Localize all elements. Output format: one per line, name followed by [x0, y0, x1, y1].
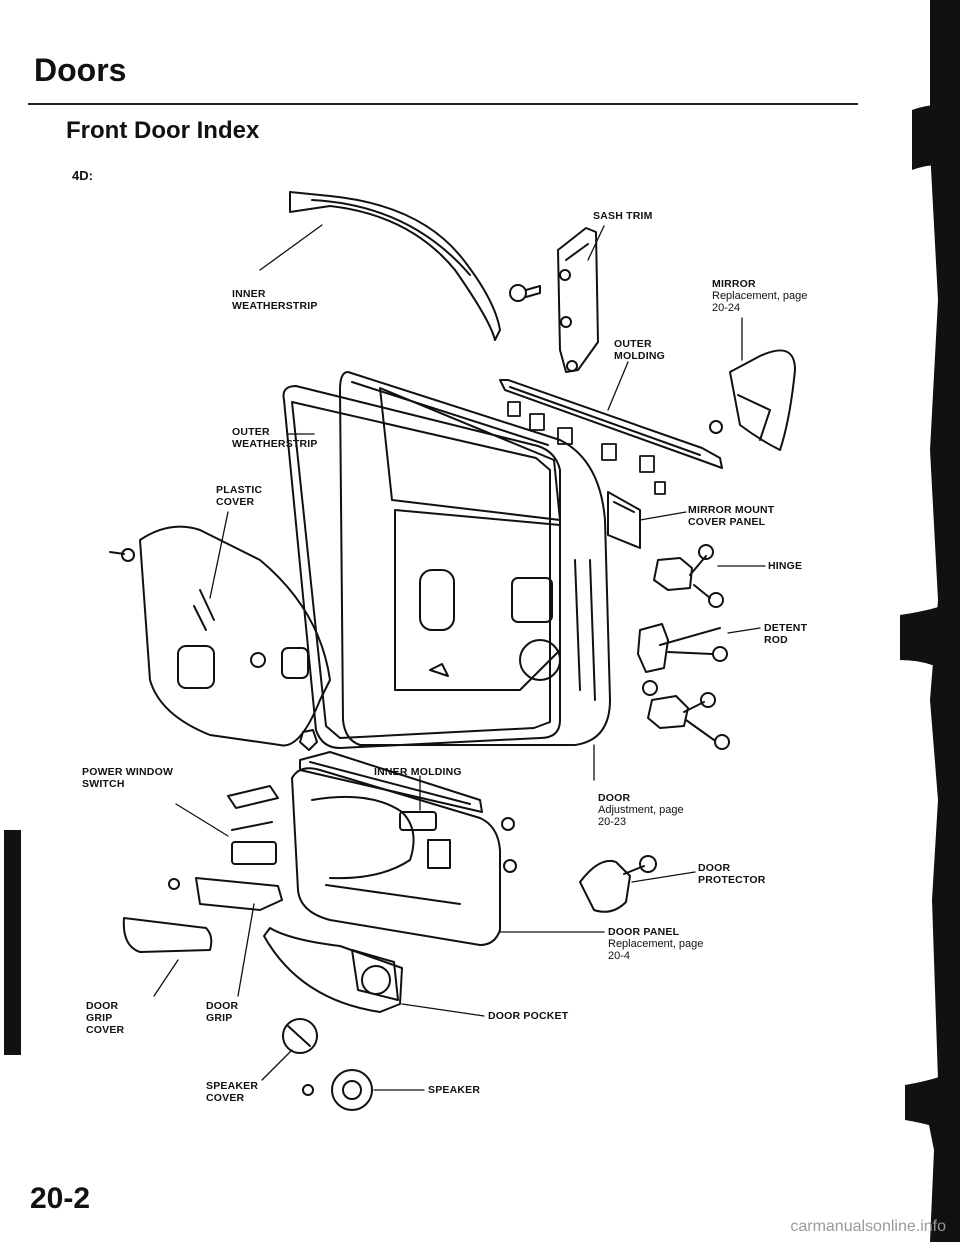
- door-grip-cover-part: [122, 917, 213, 953]
- speaker-part: [302, 1069, 373, 1111]
- outer-molding-part: [499, 379, 723, 469]
- door-protector-part: [579, 855, 657, 913]
- hinge-lower-part: [647, 692, 730, 750]
- callout-leader-lines: [153, 224, 766, 1091]
- door-grip-part: [168, 877, 283, 911]
- watermark: carmanualsonline.info: [790, 1218, 946, 1235]
- section-tab-marker: [4, 830, 21, 1055]
- callout-hinge: HINGE: [768, 560, 803, 572]
- door-panel-part: [291, 767, 517, 946]
- page-number: 20-2: [30, 1182, 91, 1215]
- section-title: Doors: [34, 52, 127, 88]
- callout-door-pocket: DOOR POCKET: [488, 1010, 569, 1022]
- callout-sash-trim: SASH TRIM: [593, 210, 653, 222]
- page-title: Front Door Index: [66, 117, 260, 144]
- speaker-cover-part: [282, 1018, 318, 1054]
- mirror-part: [709, 349, 796, 451]
- outer-weatherstrip-part: [282, 385, 561, 749]
- binding-edge-shape: [900, 0, 960, 1242]
- title-rule: [28, 103, 858, 105]
- variant-label: 4D:: [72, 168, 93, 183]
- door-pocket-part: [263, 927, 403, 1013]
- hinge-part: [653, 544, 724, 608]
- mirror-mount-cover-panel-part: [607, 491, 641, 549]
- plastic-cover-part: [109, 525, 331, 747]
- molding-clips-icon: [507, 401, 666, 495]
- detent-rod-part: [637, 623, 728, 696]
- callout-speaker: SPEAKER: [428, 1084, 481, 1096]
- clip-icon: [299, 729, 318, 751]
- callout-inner-molding: INNER MOLDING: [374, 766, 462, 778]
- sash-trim-part: [557, 227, 599, 373]
- door-shell-part: [339, 371, 611, 746]
- screw-icon: [509, 284, 541, 302]
- inner-molding-part: [299, 751, 483, 813]
- power-window-switch-part: [227, 785, 279, 865]
- inner-weatherstrip-part: [289, 191, 501, 341]
